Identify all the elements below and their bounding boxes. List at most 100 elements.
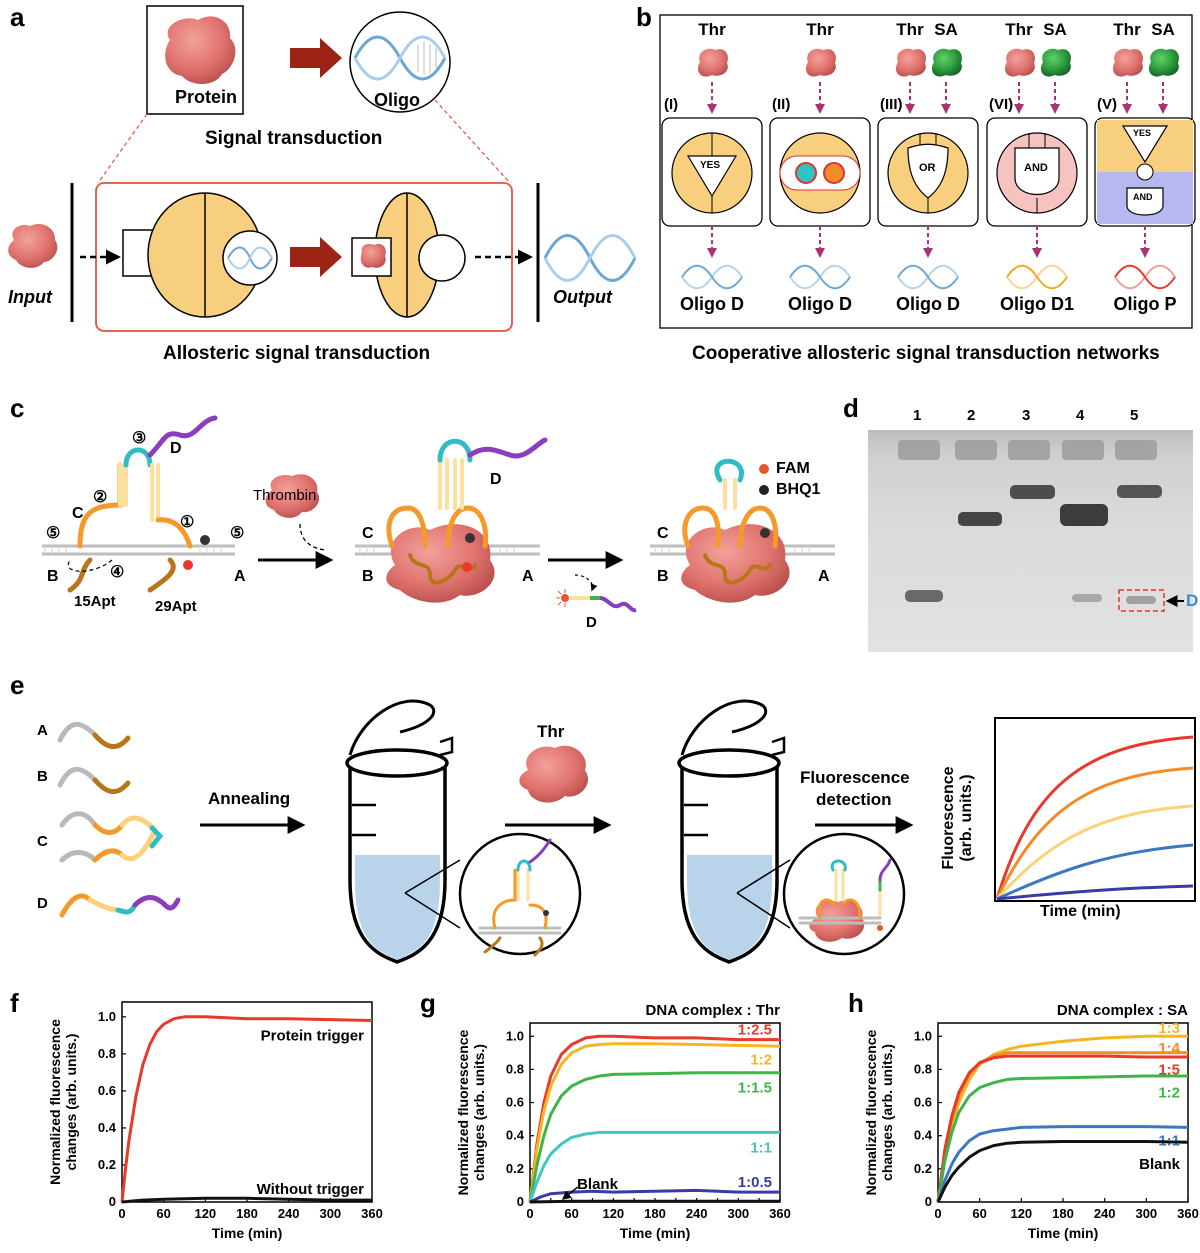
strand-b-3: B <box>657 568 669 585</box>
red-arrow-icon <box>290 38 342 78</box>
y-tick-label: 0.8 <box>506 1061 524 1076</box>
protein-label: Protein <box>175 87 238 107</box>
fam-label: FAM <box>776 460 810 477</box>
strand-b-2: B <box>362 568 374 585</box>
series-line <box>936 1034 1188 1203</box>
roman-numeral-label: (II) <box>772 96 791 113</box>
target-label-sa: SA <box>934 20 958 39</box>
num-2: ② <box>93 489 108 506</box>
gel-band-lane5-d <box>1126 596 1156 604</box>
roman-numeral-label: (III) <box>880 96 903 113</box>
strand-label-b: B <box>37 768 48 785</box>
target-label-sa: SA <box>1043 20 1067 39</box>
sa-protein-icon <box>931 48 962 77</box>
thr-protein-icon <box>519 745 589 803</box>
bhq1-label: BHQ1 <box>776 481 821 498</box>
thr-protein-icon <box>895 48 926 77</box>
y-tick-label: 1.0 <box>506 1028 524 1043</box>
series-line <box>936 1054 1188 1203</box>
series-label: 1:5 <box>1158 1061 1180 1078</box>
x-tick-label: 180 <box>1052 1206 1074 1221</box>
num-5-left: ⑤ <box>46 525 61 542</box>
series-label: 1:2.5 <box>738 1022 772 1039</box>
output-label: Output <box>553 287 612 307</box>
series-label: Without trigger <box>257 1181 365 1198</box>
output-oligo-label: Oligo P <box>1113 294 1177 314</box>
y-tick-label: 0.6 <box>914 1095 932 1110</box>
y-tick-label: 0.2 <box>914 1161 932 1176</box>
x-axis-label: Time (min) <box>620 1225 691 1241</box>
gel-image <box>868 430 1193 652</box>
allosteric-label: Allosteric signal transduction <box>163 343 431 364</box>
x-tick-label: 300 <box>727 1206 749 1221</box>
sa-protein-icon <box>1040 48 1071 77</box>
target-label-thr: Thr <box>896 20 924 39</box>
strand-d-1: D <box>170 440 182 457</box>
annealing-label: Annealing <box>208 789 291 808</box>
strand-c-2: C <box>362 525 374 542</box>
series-line <box>121 1196 372 1204</box>
panel-b-letter: b <box>636 2 652 32</box>
plot-frame <box>937 1022 1189 1203</box>
series-line <box>528 1034 780 1203</box>
y-tick-label: 1.0 <box>98 1009 116 1024</box>
released-d-icon <box>556 574 637 613</box>
x-tick-label: 180 <box>644 1206 666 1221</box>
x-tick-label: 360 <box>361 1206 383 1221</box>
y-tick-label: 0 <box>925 1194 932 1209</box>
thrombin-label: Thrombin <box>253 487 317 504</box>
thr-protein-icon <box>805 48 836 77</box>
series-label: Blank <box>1139 1156 1181 1173</box>
output-oligo-icon <box>897 264 959 290</box>
y-tick-label: 0.2 <box>98 1157 116 1172</box>
strand-c-3: C <box>657 525 669 542</box>
panel-d-letter: d <box>843 393 859 423</box>
x-tick-label: 60 <box>972 1206 986 1221</box>
target-label-thr: Thr <box>806 20 834 39</box>
num-5-right: ⑤ <box>230 525 245 542</box>
target-label-sa: SA <box>1151 20 1175 39</box>
series-line <box>528 1071 780 1203</box>
chart-title: DNA complex : SA <box>1057 1002 1188 1019</box>
target-label-thr: Thr <box>1005 20 1033 39</box>
x-tick-label: 300 <box>1135 1206 1157 1221</box>
y-tick-label: 0.8 <box>914 1061 932 1076</box>
y-axis-label: Normalized fluorescencechanges (arb. uni… <box>863 1029 895 1195</box>
strand-sketches <box>57 721 181 918</box>
x-axis-label: Time (min) <box>1028 1225 1099 1241</box>
output-oligo-icon <box>1006 264 1068 290</box>
x-axis-label: Time (min) <box>212 1225 283 1241</box>
gel-lane-label: 1 <box>913 407 922 424</box>
input-protein-icon <box>8 223 58 268</box>
num-3: ③ <box>132 430 147 447</box>
series-label: Blank <box>577 1176 619 1193</box>
mini-xlabel: Time (min) <box>1040 903 1121 920</box>
strand-label-a: A <box>37 722 48 739</box>
y-tick-label: 0 <box>109 1194 116 1209</box>
gel-band-lane4 <box>1060 504 1108 526</box>
gate-label-yes: YES <box>1133 128 1152 138</box>
panel-h-letter: h <box>848 988 864 1018</box>
x-tick-label: 360 <box>1177 1206 1199 1221</box>
panel-f-letter: f <box>10 988 19 1018</box>
y-tick-label: 0.2 <box>506 1161 524 1176</box>
y-axis-label: Normalized fluorescencechanges (arb. uni… <box>455 1029 487 1195</box>
thrombin-icon <box>265 474 320 518</box>
series-line <box>936 1074 1188 1203</box>
output-oligo-label: Oligo D <box>788 294 852 314</box>
y-tick-label: 0.4 <box>506 1128 525 1143</box>
num-1: ① <box>180 514 195 531</box>
output-oligo-label: Oligo D1 <box>999 294 1074 314</box>
output-dna-icon <box>543 234 637 282</box>
strand-a-2: A <box>522 568 534 585</box>
x-tick-label: 60 <box>564 1206 578 1221</box>
panel-b-caption: Cooperative allosteric signal transducti… <box>692 343 1160 364</box>
x-tick-label: 60 <box>156 1206 170 1221</box>
dna-complex-3 <box>682 458 779 585</box>
gel-d-label: D <box>1186 591 1199 610</box>
